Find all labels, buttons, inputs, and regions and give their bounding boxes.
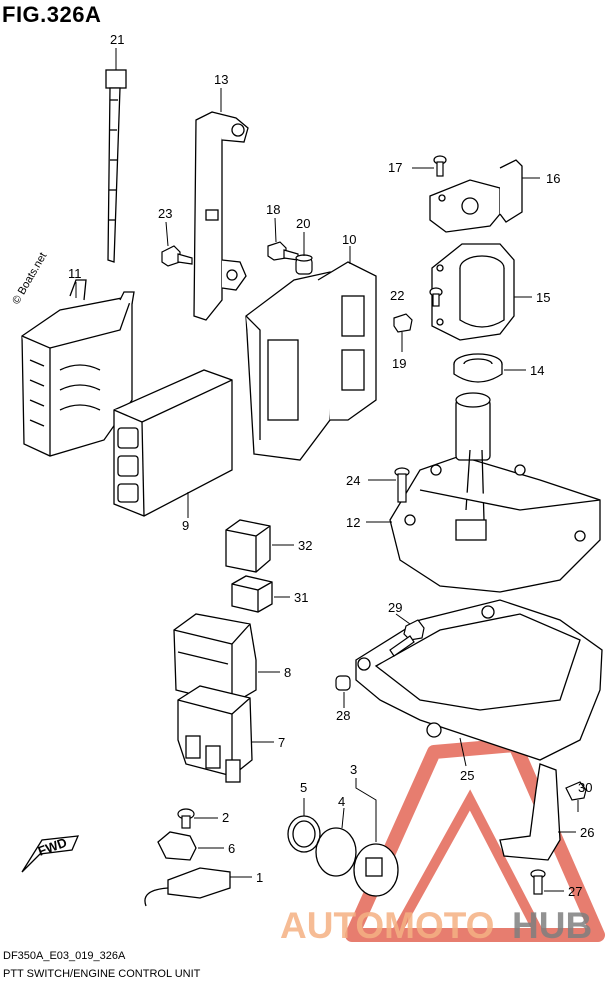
callout-4: 4 [338, 794, 345, 809]
callout-27: 27 [568, 884, 582, 899]
brand-watermark: AUTOMOTO HUB [280, 905, 592, 946]
callout-31: 31 [294, 590, 308, 605]
brand-left: AUTOMOTO [280, 905, 494, 946]
callout-8: 8 [284, 665, 291, 680]
callout-5: 5 [300, 780, 307, 795]
ptt-switch-part-12 [389, 392, 601, 593]
bracket-part-26 [499, 763, 561, 861]
bracket-part-13 [193, 111, 249, 321]
bolt-part-18 [267, 241, 299, 261]
oring-part-4 [315, 827, 357, 877]
callout-14: 14 [530, 363, 544, 378]
relay-part-32 [225, 519, 271, 573]
callout-26: 26 [580, 825, 594, 840]
callout-18: 18 [266, 202, 280, 217]
cap-part-28 [335, 675, 351, 691]
oring-part-5 [287, 815, 321, 853]
fwd-arrow-icon: FWD [21, 835, 80, 873]
callout-30: 30 [578, 780, 592, 795]
figure-title: FIG.326A [2, 2, 102, 27]
clamp-part-2 [177, 808, 195, 829]
callout-15: 15 [536, 290, 550, 305]
callout-29: 29 [388, 600, 402, 615]
figure-description: PTT SWITCH/ENGINE CONTROL UNIT [3, 968, 201, 980]
callout-24: 24 [346, 473, 360, 488]
watermark-text: © Boats.net [10, 251, 49, 307]
bolt-part-22 [429, 287, 443, 307]
grommet-part-6 [157, 831, 197, 861]
callout-22: 22 [390, 288, 404, 303]
cable-tie-part-21 [105, 69, 127, 263]
callout-6: 6 [228, 841, 235, 856]
callout-20: 20 [296, 216, 310, 231]
screw-part-17 [433, 155, 447, 177]
callout-2: 2 [222, 810, 229, 825]
nut-part-19 [393, 313, 413, 333]
callout-17: 17 [388, 160, 402, 175]
brand-right: HUB [512, 905, 592, 946]
callout-23: 23 [158, 206, 172, 221]
callout-3: 3 [350, 762, 357, 777]
seal-part-14 [453, 353, 503, 383]
bracket-part-25 [355, 599, 603, 761]
holder-part-11 [21, 279, 135, 457]
fwd-label: FWD [36, 835, 69, 859]
bolt-part-27 [530, 869, 546, 895]
bolt-part-24 [394, 467, 410, 503]
callout-12: 12 [346, 515, 360, 530]
holder-part-15 [431, 243, 515, 341]
callout-labels: 21 13 23 18 20 10 11 19 17 16 22 15 14 2… [68, 32, 594, 899]
bolt-part-29 [389, 619, 425, 657]
callout-1: 1 [256, 870, 263, 885]
bolt-part-23 [161, 245, 193, 267]
relay-part-31 [231, 575, 273, 613]
callout-7: 7 [278, 735, 285, 750]
callout-25: 25 [460, 768, 474, 783]
callout-16: 16 [546, 171, 560, 186]
fuse-box-part-7 [177, 685, 253, 783]
callout-19: 19 [392, 356, 406, 371]
ecu-bracket-part-10 [245, 261, 377, 461]
bolt-part-30 [565, 781, 587, 801]
grommet-part-20 [295, 254, 313, 275]
callout-32: 32 [298, 538, 312, 553]
callout-28: 28 [336, 708, 350, 723]
callout-9: 9 [182, 518, 189, 533]
bracket-part-16 [429, 159, 523, 233]
figure-code: DF350A_E03_019_326A [3, 950, 126, 962]
callout-13: 13 [214, 72, 228, 87]
callout-10: 10 [342, 232, 356, 247]
callout-11: 11 [68, 266, 82, 281]
ecu-part-9 [113, 369, 233, 517]
cover-part-8 [173, 613, 257, 705]
switch-part-1 [144, 867, 231, 907]
plate-part-3 [353, 843, 399, 897]
callout-21: 21 [110, 32, 124, 47]
